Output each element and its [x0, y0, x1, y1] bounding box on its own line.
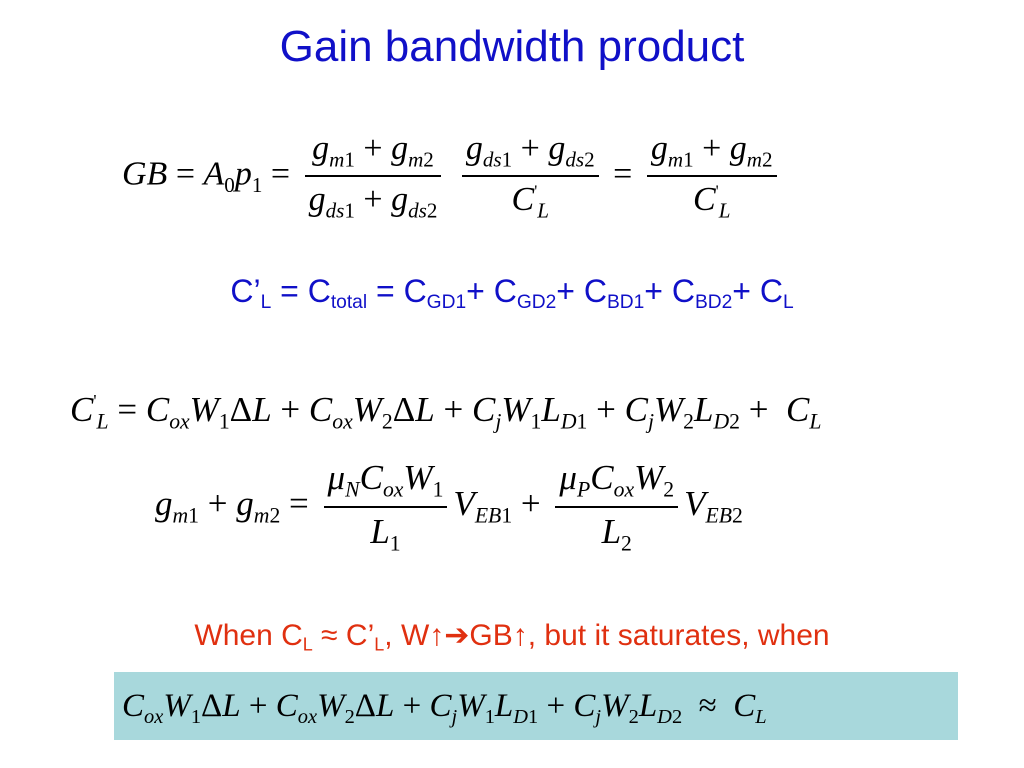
saturation-note: When CL ≈ C’L, W↑➔GB↑, but it saturates,…	[194, 619, 830, 655]
saturation-condition-equation: CoxW1ΔL + CoxW2ΔL + CjW1LD1 + CjW2LD2 ≈ …	[122, 688, 767, 729]
gm-equation: gm1 + gm2 = μNCoxW1 L1 VEB1 + μPCoxW2 L2…	[155, 458, 743, 556]
saturation-condition-box: CoxW1ΔL + CoxW2ΔL + CjW1LD1 + CjW2LD2 ≈ …	[114, 672, 958, 740]
ctotal-definition: C’L = Ctotal = CGD1+ CGD2+ CBD1+ CBD2+ C…	[230, 273, 794, 313]
slide-title: Gain bandwidth product	[279, 22, 745, 71]
cl-expansion-equation: C'L = CoxW1ΔL + CoxW2ΔL + CjW1LD1 + CjW2…	[70, 390, 822, 434]
gb-equation: GB = A0p1 = gm1 + gm2 gds1 + gds2 gds1 +…	[122, 130, 783, 224]
